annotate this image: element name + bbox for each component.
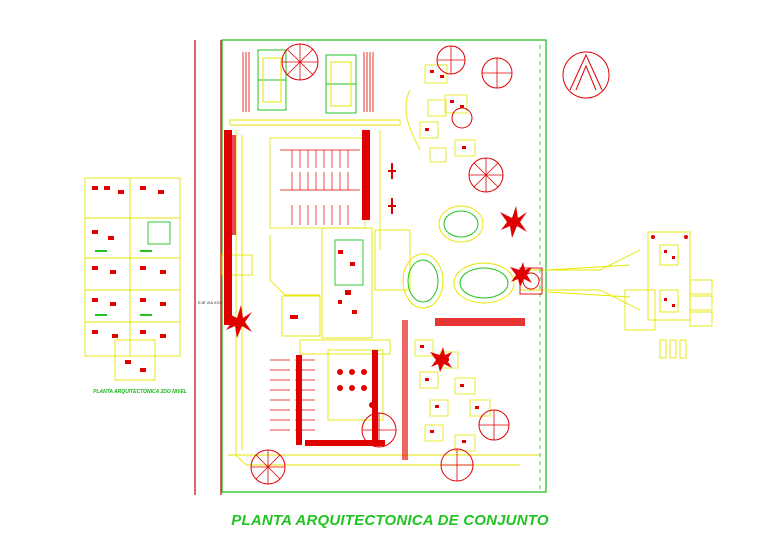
second-floor-accents xyxy=(95,250,152,316)
north-arrow-icon xyxy=(562,51,610,99)
road-axis-label: EJE VIA XXX xyxy=(198,300,222,305)
tree-symbol-icon xyxy=(451,107,473,129)
second-floor-title: PLANTA ARQUITECTONICA 2DO NIVEL xyxy=(93,389,187,395)
parking-top xyxy=(269,137,366,229)
annex-details xyxy=(651,235,688,307)
second-floor-plan xyxy=(84,177,181,381)
walkways xyxy=(228,89,641,466)
central-furniture xyxy=(290,163,396,408)
cabins xyxy=(414,64,491,452)
site-boundary xyxy=(221,39,547,493)
drawing-title: PLANTA ARQUITECTONICA DE CONJUNTO xyxy=(231,512,549,529)
entrance-plaza xyxy=(519,231,713,359)
second-floor-furniture xyxy=(92,186,166,372)
tree-spokes xyxy=(251,44,512,484)
shrub-borders xyxy=(224,130,525,460)
parking-stalls xyxy=(270,150,349,431)
palm-trees xyxy=(225,206,532,372)
bleachers xyxy=(242,52,374,112)
pools xyxy=(402,205,515,309)
cabin-details xyxy=(420,70,479,443)
central-buildings xyxy=(221,227,411,421)
sports-courts xyxy=(257,49,357,114)
